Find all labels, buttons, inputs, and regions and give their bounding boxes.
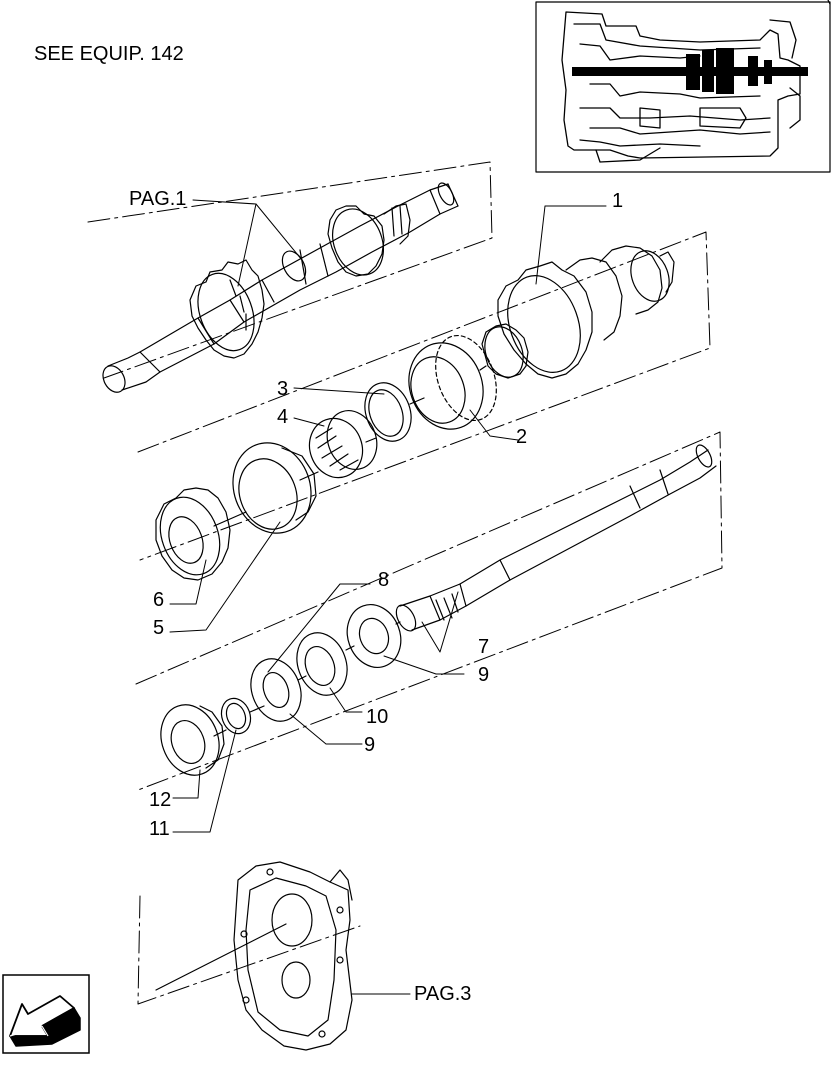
callout-9-upper: 9 — [478, 664, 490, 686]
reference-pag3[interactable]: PAG.3 — [414, 983, 472, 1005]
cluster-gear-assembly — [155, 245, 675, 581]
transmission-locator-inset — [535, 0, 831, 173]
callout-9-lower: 9 — [364, 734, 376, 756]
back-navigation-button[interactable] — [2, 974, 90, 1054]
callout-5: 5 — [153, 617, 165, 639]
output-shaft-assembly — [160, 444, 717, 776]
callout-8: 8 — [378, 569, 390, 591]
arrow-left-down-icon — [2, 974, 90, 1054]
group-frames — [87, 161, 723, 1005]
reference-pag1[interactable]: PAG.1 — [129, 188, 187, 210]
callout-2: 2 — [516, 426, 528, 448]
equipment-note: SEE EQUIP. 142 — [34, 43, 184, 65]
leader-lines — [169, 199, 607, 995]
callout-7: 7 — [478, 636, 490, 658]
callout-4: 4 — [277, 406, 289, 428]
callout-3: 3 — [277, 378, 289, 400]
housing-cover — [155, 861, 353, 1051]
callout-12: 12 — [149, 789, 172, 811]
callout-1: 1 — [612, 190, 624, 212]
callout-10: 10 — [366, 706, 389, 728]
callout-11: 11 — [149, 818, 170, 840]
main-shaft-assembly — [102, 182, 459, 393]
callout-6: 6 — [153, 589, 165, 611]
